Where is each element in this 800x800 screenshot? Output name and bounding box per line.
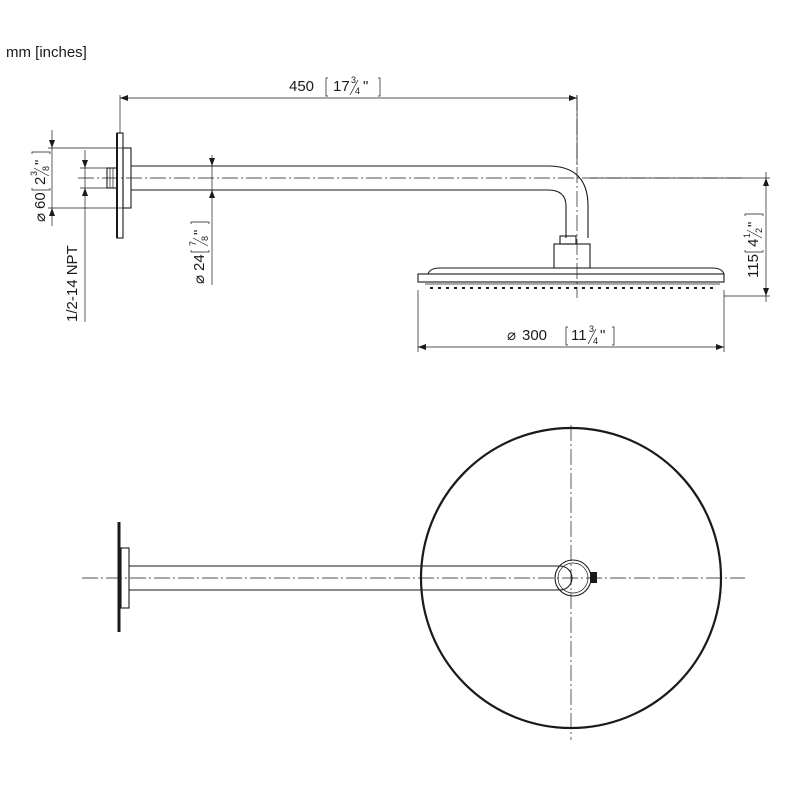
head-dia-prefix: ⌀ [507,327,516,344]
drop-height-whole: 4 [745,239,762,247]
flange-dia-num: 3 [29,171,39,176]
dim-head-diameter: ⌀ 300 11 3 4 " [417,290,725,352]
dim-pipe-diameter: ⌀ 24 7 8 " [188,155,215,285]
drop-height-den: 2 [754,228,764,233]
arm-length-inch: " [363,78,368,95]
pipe-dia-num: 7 [188,241,198,246]
pipe-dia-mm: 24 [191,254,208,271]
head-dia-mm: 300 [522,327,547,344]
side-view: 450 17 3 4 " ⌀ 60 2 3 8 " [29,75,770,352]
arm-length-mm: 450 [289,78,314,95]
shower-head-side [427,267,725,275]
joint-nub [590,572,597,583]
shower-head-top [419,426,723,730]
head-dia-whole: 11 [571,327,587,344]
arm-length-num: 3 [351,75,356,85]
units-label: mm [inches] [6,44,87,61]
thread-label: 1/2-14 NPT [64,245,81,322]
arm-length-whole: 17 [333,78,350,95]
pipe-dia-inch: " [191,230,208,235]
arm-length-den: 4 [355,86,360,96]
dim-thread: 1/2-14 NPT [64,150,107,322]
shower-arm-top [129,565,560,591]
flange-dia-inch: " [32,160,49,165]
arm-connector [559,235,577,245]
head-dia-inch: " [600,327,605,344]
flange-dia-den: 8 [41,166,51,171]
shower-arm [131,165,589,238]
pipe-dia-prefix: ⌀ [191,275,208,284]
dim-flange-diameter: ⌀ 60 2 3 8 " [29,130,123,226]
head-joint [553,243,591,269]
flange-dia-mm: 60 [32,192,49,209]
drop-height-num: 1 [742,233,752,238]
flange-dia-prefix: ⌀ [32,213,49,222]
head-dia-num: 3 [589,324,594,334]
drop-height-mm: 115 [745,254,762,278]
pipe-dia-den: 8 [200,236,210,241]
dim-arm-length: 450 17 3 4 " [119,75,578,165]
flange-dia-whole: 2 [32,177,49,185]
head-dia-den: 4 [593,336,598,346]
top-view [82,425,745,740]
drop-height-inch: " [745,222,762,227]
dim-drop-height: 115 4 1 2 " [590,172,770,302]
